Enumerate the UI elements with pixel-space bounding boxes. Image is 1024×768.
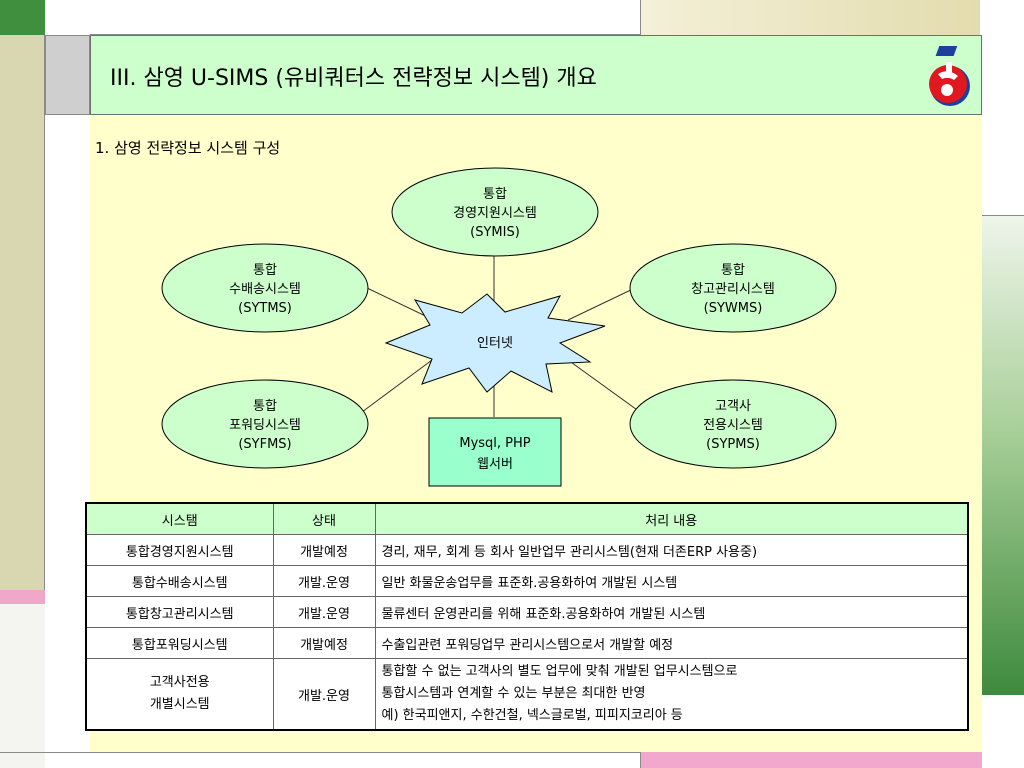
- svg-text:전용시스템: 전용시스템: [703, 418, 763, 433]
- system-cell: 고객사전용 개별시스템: [85, 658, 274, 731]
- left-lower-band: [0, 604, 45, 768]
- table-row: 통합창고관리시스템 개발.운영 물류센터 운영관리를 위해 표준화.공용화하여 …: [85, 596, 969, 628]
- content-cell: 일반 화물운송업무를 표준화.공용화하여 개발된 시스템: [374, 565, 969, 597]
- table-row: 통합수배송시스템 개발.운영 일반 화물운송업무를 표준화.공용화하여 개발된 …: [85, 565, 969, 597]
- svg-text:경영지원시스템: 경영지원시스템: [453, 206, 537, 221]
- content-line: 통합시스템과 연계할 수 있는 부분은 최대한 반영: [381, 686, 646, 701]
- status-cell: 개발.운영: [272, 565, 376, 597]
- svg-text:창고관리시스템: 창고관리시스템: [691, 282, 775, 297]
- svg-text:(SYTMS): (SYTMS): [238, 301, 292, 316]
- system-line: 고객사전용: [149, 675, 210, 690]
- svg-text:통합: 통합: [253, 263, 277, 278]
- svg-text:웹서버: 웹서버: [477, 457, 513, 472]
- right-lower-band: [982, 695, 1024, 768]
- table-row: 통합경영지원시스템 개발예정 경리, 재무, 회계 등 회사 일반업무 관리시스…: [85, 534, 969, 566]
- top-tan-band: [640, 0, 980, 35]
- section-heading: 1. 삼영 전략정보 시스템 구성: [95, 139, 281, 157]
- svg-text:통합: 통합: [483, 187, 507, 202]
- system-cell: 통합수배송시스템: [85, 565, 274, 597]
- content-cell: 경리, 재무, 회계 등 회사 일반업무 관리시스템(현재 더존ERP 사용중): [374, 534, 969, 566]
- svg-text:(SYFMS): (SYFMS): [238, 437, 291, 452]
- content-cell: 물류센터 운영관리를 위해 표준화.공용화하여 개발된 시스템: [374, 596, 969, 628]
- table-row: 고객사전용 개별시스템 개발.운영 통합할 수 없는 고객사의 별도 업무에 맞…: [85, 658, 969, 731]
- system-cell: 통합경영지원시스템: [85, 534, 274, 566]
- svg-text:(SYPMS): (SYPMS): [706, 437, 760, 452]
- status-cell: 개발예정: [272, 534, 376, 566]
- system-line: 개별시스템: [149, 697, 210, 712]
- status-cell: 개발.운영: [272, 658, 376, 731]
- node-sytms: 통합 수배송시스템 (SYTMS): [161, 243, 369, 333]
- system-cell: 통합창고관리시스템: [85, 596, 274, 628]
- page-title: III. 삼영 U-SIMS (유비쿼터스 전략정보 시스템) 개요: [110, 66, 597, 91]
- svg-text:수배송시스템: 수배송시스템: [229, 282, 301, 297]
- divider: [0, 752, 640, 753]
- column-header-system: 시스탬: [85, 502, 274, 535]
- content-cell: 통합할 수 없는 고객사의 별도 업무에 맞춰 개발된 업무시스템으로 통합시스…: [374, 658, 969, 731]
- right-green-band: [982, 215, 1024, 695]
- left-band: [0, 35, 45, 595]
- server-box: Mysql, PHP 웹서버: [428, 417, 562, 487]
- system-cell: 통합포워딩시스템: [85, 627, 274, 659]
- bottom-pink-band: [640, 752, 982, 768]
- table-row: 통합포워딩시스템 개발예정 수출입관련 포워딩업무 관리시스템으로서 개발할 예…: [85, 627, 969, 659]
- column-header-content: 처리 내용: [374, 502, 969, 535]
- node-sywms: 통합 창고관리시스템 (SYWMS): [629, 243, 837, 333]
- content-cell: 수출입관련 포워딩업무 관리시스템으로서 개발할 예정: [374, 627, 969, 659]
- left-gray-block: [45, 35, 90, 115]
- internet-burst: 인터넷: [384, 293, 606, 393]
- svg-text:(SYMIS): (SYMIS): [470, 225, 520, 240]
- divider: [982, 215, 1024, 216]
- svg-text:통합: 통합: [253, 399, 277, 414]
- content-line: 예) 한국피앤지, 수한건철, 넥스글로벌, 피피지코리아 등: [381, 708, 683, 723]
- status-cell: 개발.운영: [272, 596, 376, 628]
- svg-text:Mysql, PHP: Mysql, PHP: [459, 436, 530, 451]
- title-bar: [90, 35, 982, 115]
- content-line: 통합할 수 없는 고객사의 별도 업무에 맞춰 개발된 업무시스템으로: [381, 664, 738, 679]
- node-syfms: 통합 포워딩시스템 (SYFMS): [161, 379, 369, 469]
- company-logo-icon: [929, 46, 970, 106]
- corner-block: [0, 0, 45, 35]
- svg-text:고객사: 고객사: [715, 399, 751, 414]
- node-sypms: 고객사 전용시스템 (SYPMS): [629, 379, 837, 469]
- svg-text:포워딩시스템: 포워딩시스템: [229, 418, 301, 433]
- divider: [640, 752, 641, 768]
- top-band: [90, 0, 640, 35]
- svg-text:통합: 통합: [721, 263, 745, 278]
- table-header-row: 시스탬 상태 처리 내용: [85, 502, 969, 535]
- svg-text:(SYWMS): (SYWMS): [704, 301, 763, 316]
- status-cell: 개발예정: [272, 627, 376, 659]
- system-table: 시스탬 상태 처리 내용 통합경영지원시스템 개발예정 경리, 재무, 회계 등…: [85, 502, 969, 731]
- left-pink-band: [0, 590, 45, 604]
- node-symis: 통합 경영지원시스템 (SYMIS): [391, 167, 599, 257]
- internet-label: 인터넷: [477, 336, 513, 351]
- column-header-status: 상태: [272, 502, 376, 535]
